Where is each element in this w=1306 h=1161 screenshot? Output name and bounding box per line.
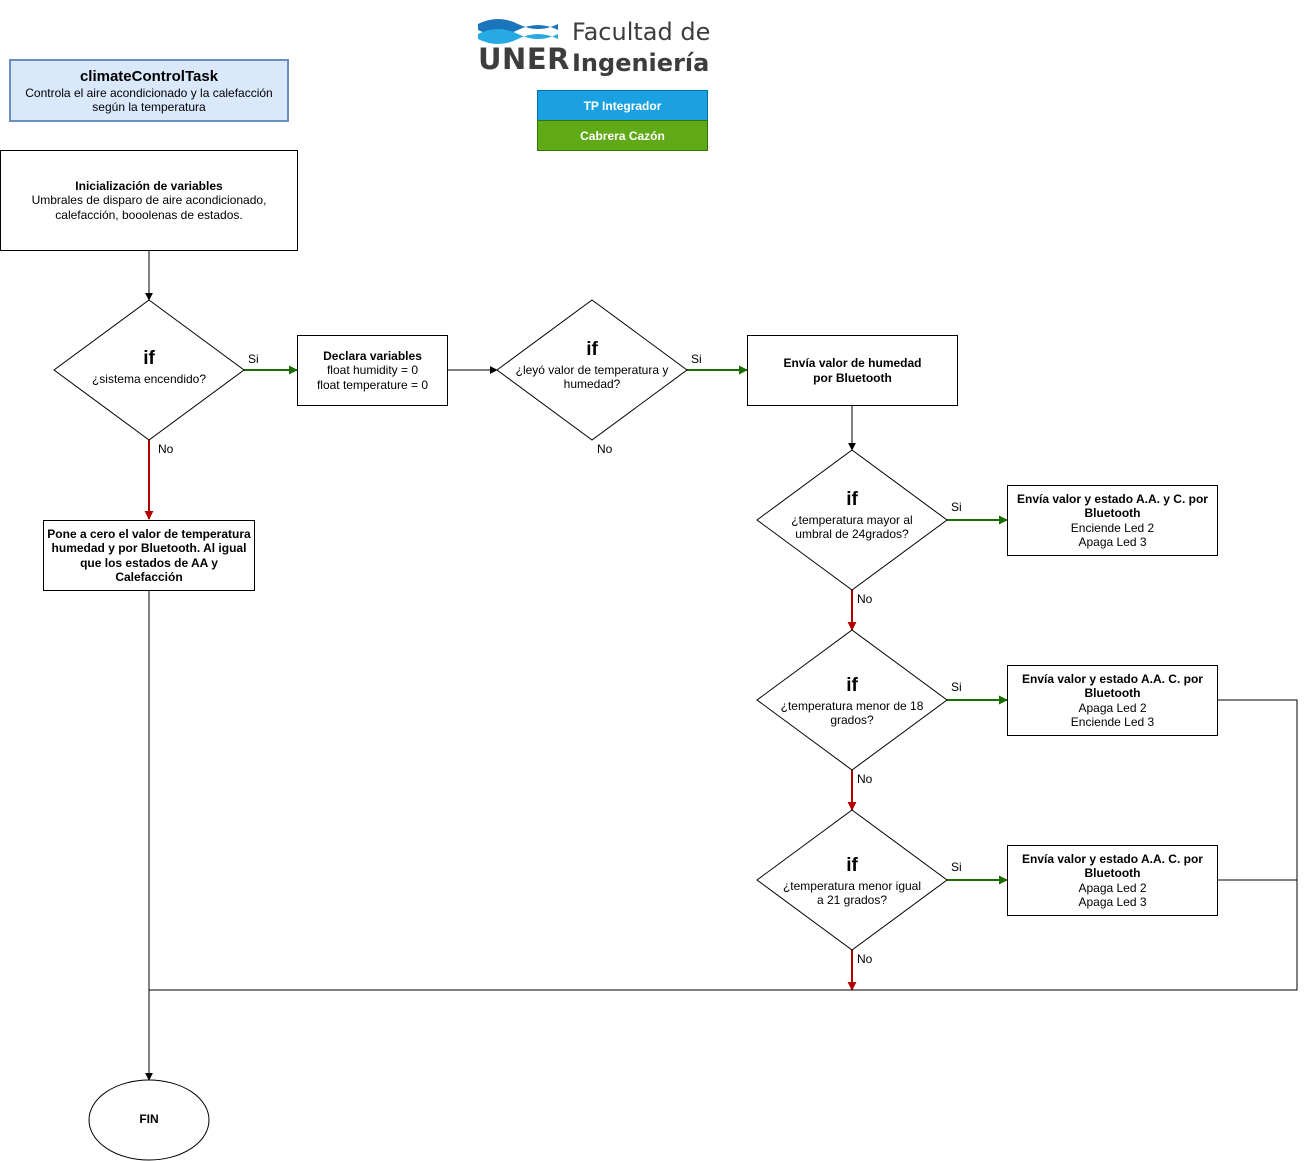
act1-line1: Envía valor y estado A.A. y C. por [1017,491,1208,506]
declare-line1: float humidity = 0 [326,363,419,378]
act2-line3: Apaga Led 2 [1078,700,1147,715]
decision-system-on: if ¿sistema encendido? [64,342,234,392]
act3-line1: Envía valor y estado A.A. C. por [1022,851,1203,866]
act3-line2: Bluetooth [1084,866,1141,880]
decision-question-line2: grados? [830,713,874,727]
task-name: climateControlTask [79,67,219,85]
decision-keyword: if [846,488,858,510]
process-send-humidity: Envía valor de humedad por Bluetooth [747,335,958,406]
edge-label-no: No [857,952,873,966]
decision-question-line1: ¿temperatura menor de 18 [780,698,924,713]
decision-question-line1: ¿temperatura menor igual [782,878,922,893]
uner-waves-logo [478,19,558,44]
act3-line4: Apaga Led 3 [1078,895,1147,909]
decision-keyword: if [846,854,858,876]
act1-line4: Apaga Led 3 [1078,535,1147,549]
send-hum-line1: Envía valor de humedad [783,356,922,370]
end-shape [88,1079,210,1161]
act1-line2: Bluetooth [1084,506,1141,520]
decision-question-line2: umbral de 24grados? [795,527,909,541]
edge-label-yes: Si [951,860,962,874]
act2-line1: Envía valor y estado A.A. C. por [1022,671,1203,686]
edge-label-yes: Si [691,352,702,366]
edge-label-no: No [597,442,613,456]
tag-tp-integrador-label: TP Integrador [583,98,662,113]
edge-label-yes: Si [951,680,962,694]
edge-act2-return [149,699,1298,991]
process-init-variables: Inicialización de variables Umbrales de … [0,150,298,251]
decision-read-values: if ¿leyó valor de temperatura y humedad? [507,337,677,393]
end-label: FIN [139,1112,159,1126]
tag-author-label: Cabrera Cazón [580,128,665,143]
decision-question-line2: a 21 grados? [816,893,888,907]
decision-shape-d1 [53,299,245,441]
logo-faculty-line1: Facultad de [572,18,711,46]
decision-shape-d3 [756,449,948,591]
act3-line3: Apaga Led 2 [1078,880,1147,895]
tag-author: Cabrera Cazón [537,120,708,151]
decision-shape-d2 [496,299,688,441]
reset-line2: humedad y por Bluetooth. Al igual [51,541,247,555]
tag-tp-integrador: TP Integrador [537,90,708,121]
reset-line1: Pone a cero el valor de temperatura [47,526,251,541]
act2-line2: Bluetooth [1084,686,1141,700]
declare-title: Declara variables [323,348,422,363]
decision-temp-le-21: if ¿temperatura menor igual a 21 grados? [767,853,937,909]
process-ac-on: Envía valor y estado A.A. y C. por Bluet… [1007,485,1218,556]
init-title: Inicialización de variables [75,178,223,193]
decision-keyword: if [846,674,858,696]
process-all-off: Envía valor y estado A.A. C. por Bluetoo… [1007,845,1218,916]
declare-line2: float temperature = 0 [316,377,429,392]
send-hum-line2: por Bluetooth [813,370,892,385]
decision-temp-below-18: if ¿temperatura menor de 18 grados? [767,673,937,729]
act2-line4: Enciende Led 3 [1070,715,1155,729]
decision-question-line2: humedad? [563,377,621,391]
reset-line3: que los estados de AA y [80,555,218,570]
task-desc-line2: según la temperatura [92,99,206,114]
decision-keyword: if [586,338,598,360]
task-desc-line1: Controla el aire acondicionado y la cale… [25,85,273,100]
logo-brand: UNER [478,42,570,76]
process-reset-values: Pone a cero el valor de temperatura hume… [43,520,255,591]
logo-faculty-line2: Ingeniería [572,49,710,77]
reset-line4: Calefacción [115,570,183,584]
decision-temp-above-24: if ¿temperatura mayor al umbral de 24gra… [767,487,937,543]
decision-question-line1: ¿leyó valor de temperatura y [515,362,669,377]
edge-label-yes: Si [248,352,259,366]
decision-shape-d4 [756,629,948,771]
edge-label-no: No [158,442,174,456]
edge-label-no: No [857,772,873,786]
task-title-box: climateControlTask Controla el aire acon… [9,59,289,122]
process-heating-on: Envía valor y estado A.A. C. por Bluetoo… [1007,665,1218,736]
decision-shape-d5 [756,809,948,951]
init-line1: Umbrales de disparo de aire acondicionad… [31,193,267,208]
edge-label-no: No [857,592,873,606]
edge-label-yes: Si [951,500,962,514]
process-declare-variables: Declara variables float humidity = 0 flo… [297,335,448,406]
decision-question: ¿sistema encendido? [91,371,207,386]
act1-line3: Enciende Led 2 [1070,520,1155,535]
decision-question-line1: ¿temperatura mayor al [791,512,913,527]
init-line2: calefacción, booolenas de estados. [55,207,243,222]
decision-keyword: if [143,347,155,369]
